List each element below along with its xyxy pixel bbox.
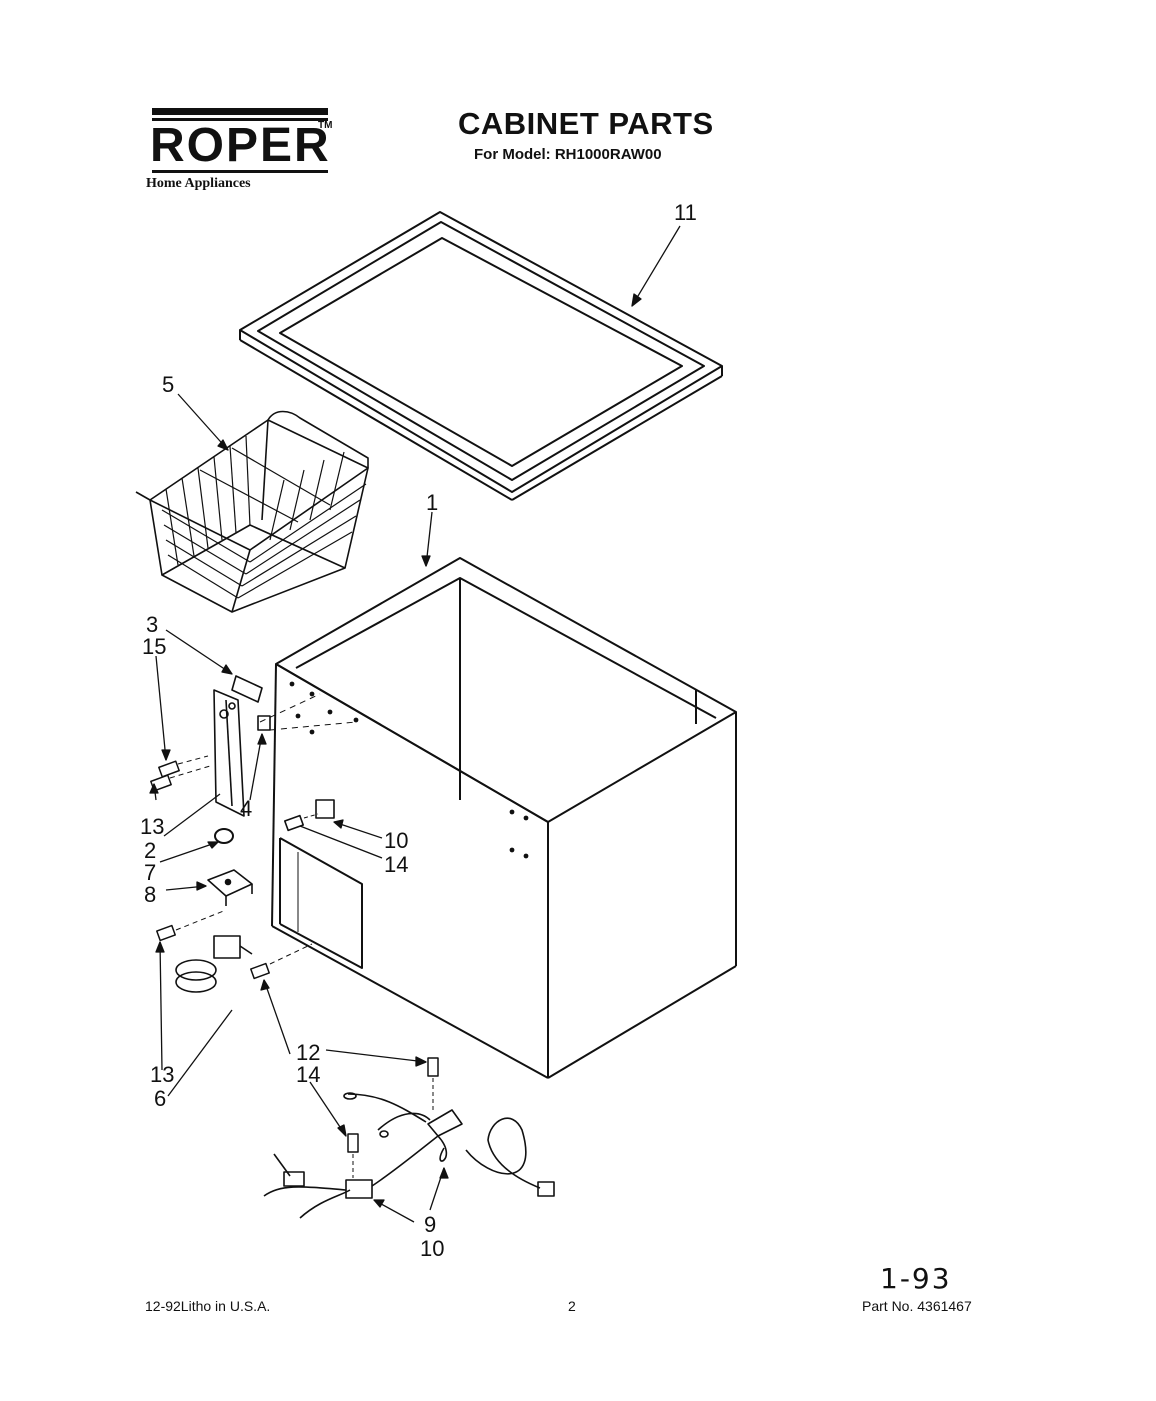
callout-12: 12 (296, 1040, 320, 1065)
logo-bar-thin (152, 118, 328, 121)
logo-trademark: TM (318, 120, 333, 131)
logo-tagline: Home Appliances (146, 176, 251, 191)
screw-13-lower (156, 909, 227, 942)
cabinet-body-part (271, 557, 737, 1079)
handwritten-note: 1-93 (880, 1262, 952, 1295)
callout-4: 4 (240, 796, 252, 821)
screw-14-cabinet (250, 943, 313, 980)
basket-wires (161, 435, 367, 599)
screw-12 (427, 1057, 439, 1110)
logo-bar-bottom (152, 170, 328, 173)
switch-bracket-part-9 (343, 1092, 555, 1197)
mounting-holes (289, 681, 529, 859)
callout-10-upper: 10 (384, 828, 408, 853)
bumper-part-7 (214, 828, 234, 844)
wire-basket-part (135, 410, 369, 613)
callout-6: 6 (154, 1086, 166, 1111)
page-number: 2 (568, 1298, 576, 1314)
callout-15: 15 (142, 634, 166, 659)
callout-1: 1 (426, 490, 438, 515)
page-title: CABINET PARTS (458, 106, 714, 141)
leader-lines (149, 225, 681, 1223)
callout-9: 9 (424, 1212, 436, 1237)
callout-13-upper: 13 (140, 814, 164, 839)
callout-2: 2 (144, 838, 156, 863)
callout-8: 8 (144, 882, 156, 907)
callout-13-lower: 13 (150, 1062, 174, 1087)
roper-logo: ROPER TM Home Appliances (140, 104, 340, 196)
callout-3: 3 (146, 612, 158, 637)
model-line: For Model: RH1000RAW00 (474, 146, 662, 163)
callout-10-lower: 10 (420, 1236, 444, 1261)
thermostat-part-6 (175, 935, 253, 993)
lid-frame-part (239, 211, 723, 501)
lamp-socket-part-10-lower (263, 1135, 439, 1219)
callout-7: 7 (144, 860, 156, 885)
light-socket-part-10 (283, 799, 335, 832)
part-number: Part No. 4361467 (862, 1298, 972, 1314)
hinge-assembly-part (213, 675, 357, 817)
callout-labels: 11 5 1 3 15 13 4 2 7 8 10 14 12 14 13 6 … (140, 200, 697, 1261)
litho-note: 12-92Litho in U.S.A. (145, 1298, 271, 1314)
logo-bar-top (152, 108, 328, 115)
callout-5: 5 (162, 372, 174, 397)
logo-wordmark: ROPER (150, 119, 331, 172)
screw-15 (158, 755, 209, 778)
callout-11: 11 (674, 200, 697, 225)
bracket-part-8 (207, 869, 253, 906)
callout-14-lower: 14 (296, 1062, 320, 1087)
screw-14-lower (347, 1133, 359, 1178)
callout-14-upper: 14 (384, 852, 408, 877)
